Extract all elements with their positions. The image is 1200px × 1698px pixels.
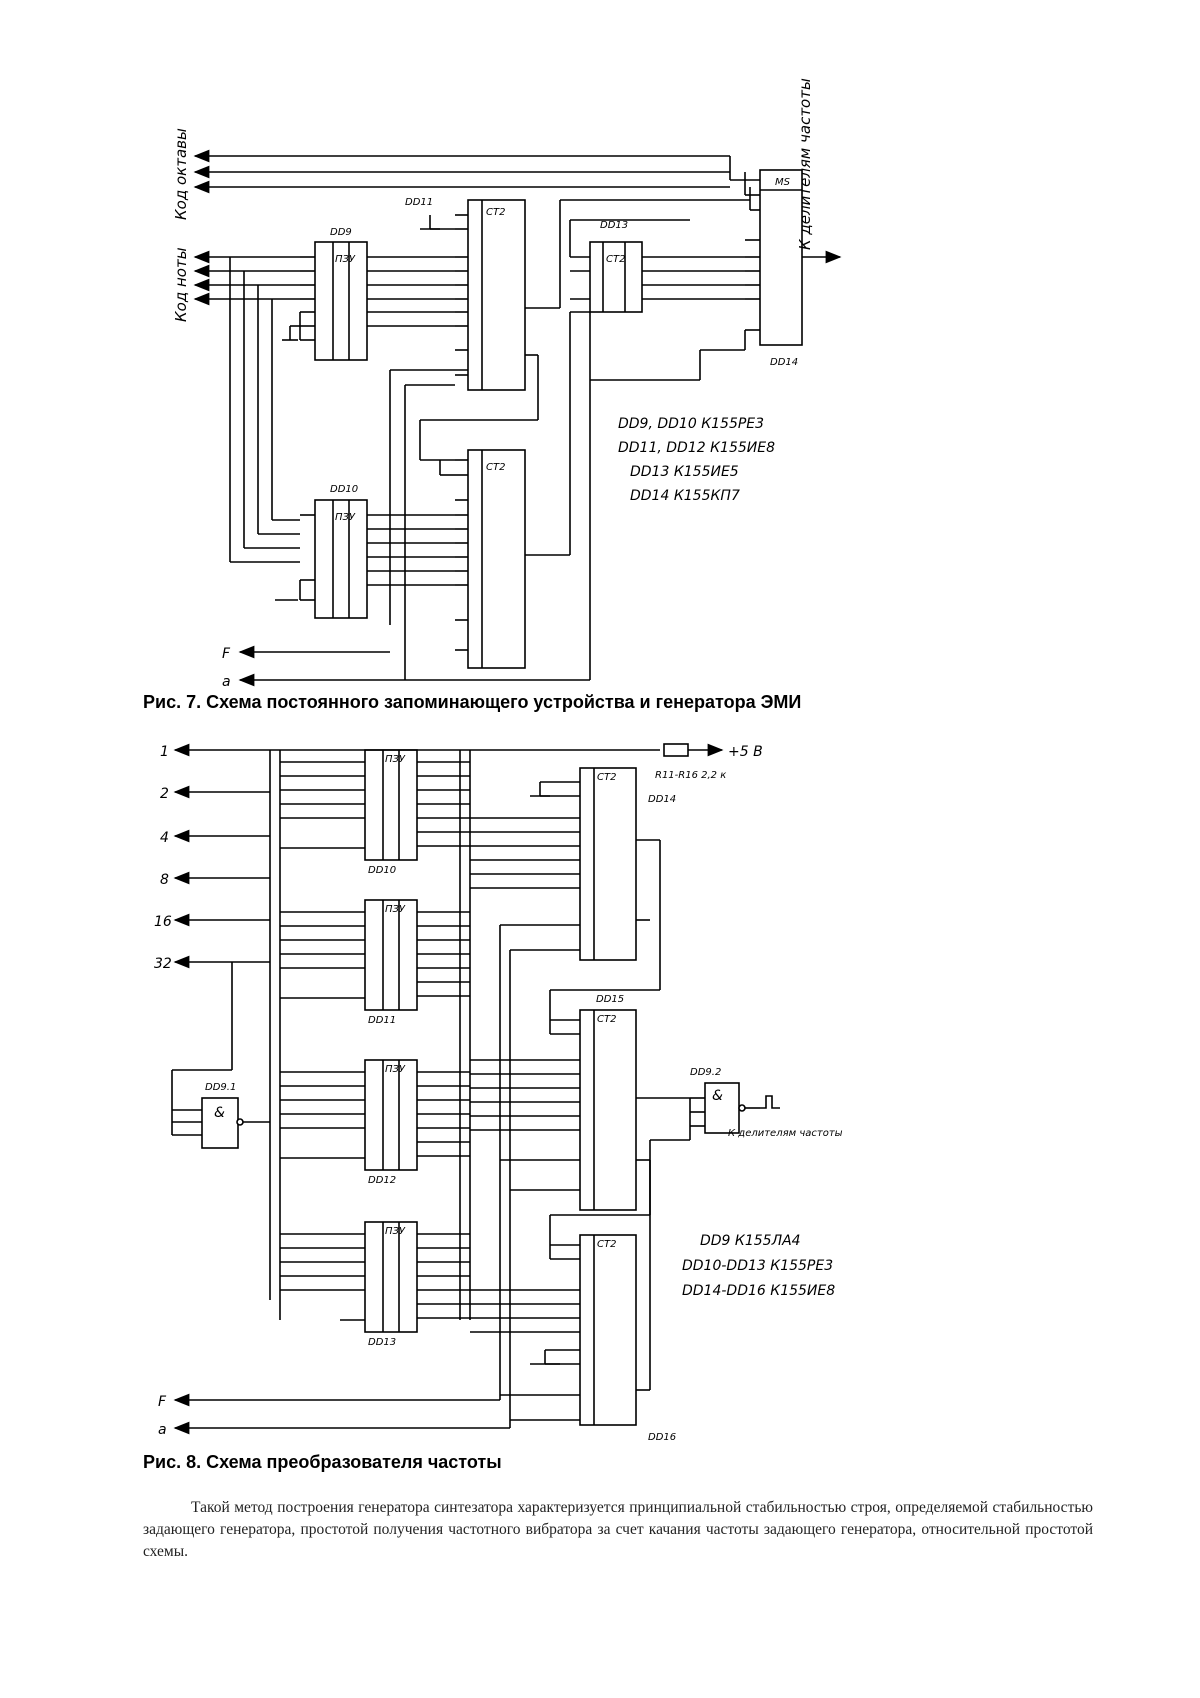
rom-output-pins <box>417 761 470 1319</box>
dd91-inverter-bubble <box>236 1118 244 1126</box>
dd9-rom-chip <box>282 241 368 361</box>
dd9-title: DD9 <box>330 227 352 238</box>
figure-8-frequency-converter <box>171 743 780 1435</box>
body-paragraph: Такой метод построения генератора синтез… <box>143 1499 1093 1560</box>
input-16-label: 16 <box>154 914 172 930</box>
fig7-note-2: DD11, DD12 К155ИЕ8 <box>618 440 775 456</box>
octave-code-lines <box>193 149 730 194</box>
octave-code-label: Код октавы <box>172 128 190 220</box>
dd9-rom-label: ПЗУ <box>335 254 356 265</box>
fig7-note-4: DD14 К155КП7 <box>630 488 740 504</box>
figure-7-caption: Рис. 7. Схема постоянного запоминающего … <box>143 692 802 712</box>
dd11-counter-chip <box>420 199 526 391</box>
f8-signal-a-label: a <box>158 1422 167 1438</box>
figure-8-caption: Рис. 8. Схема преобразователя частоты <box>143 1452 502 1472</box>
dd91-and-symbol: & <box>214 1105 225 1121</box>
input-2-label: 2 <box>160 786 169 802</box>
dd92-and-symbol: & <box>712 1088 723 1104</box>
f8-to-dividers-label: К делителям частоты <box>728 1128 843 1139</box>
note-code-label: Код ноты <box>172 247 190 322</box>
dd13-f8-rom <box>364 1221 418 1333</box>
dd92-inverter-bubble <box>738 1104 746 1112</box>
f8-dd13-title: DD13 <box>368 1337 396 1348</box>
dd14-f8-counter <box>470 767 661 990</box>
clock-reset-lines <box>173 925 511 1435</box>
f8-dd16-ct2-label: CT2 <box>597 1239 616 1250</box>
fig8-note-1: DD9 К155ЛА4 <box>700 1233 801 1249</box>
dd10-f8-rom <box>364 749 418 861</box>
dd11-title: DD11 <box>405 197 433 208</box>
fig8-right-bus <box>280 749 660 1320</box>
fig7-note-1: DD9, DD10 К155РЕ3 <box>618 416 764 432</box>
dd92-title: DD9.2 <box>690 1067 721 1078</box>
dd11-outputs <box>419 199 750 460</box>
f8-dd10-rom-label: ПЗУ <box>385 754 406 765</box>
fig8-input-lines <box>173 743 280 969</box>
dd11-f8-rom <box>364 899 418 1011</box>
input-8-label: 8 <box>160 872 169 888</box>
dd10-rom-chip <box>275 499 455 619</box>
f8-signal-f-label: F <box>158 1394 167 1410</box>
signal-f-label: F <box>222 646 231 662</box>
fig8-note-2: DD10-DD13 К155РЕ3 <box>682 1258 833 1274</box>
input-1-label: 1 <box>160 744 169 760</box>
dd13-ct2-label: CT2 <box>606 254 625 265</box>
resistors-label: R11-R16 2,2 к <box>655 770 726 781</box>
note-code-lines <box>193 250 300 563</box>
dd12-counter-chip <box>420 312 571 669</box>
dd14-title: DD14 <box>770 357 798 368</box>
dd12-f8-rom <box>364 1059 418 1171</box>
fig8-note-3: DD14-DD16 К155ИЕ8 <box>682 1283 835 1299</box>
figure-7-rom-generator <box>193 149 842 687</box>
pullup-resistor <box>663 743 724 757</box>
dd9-outputs <box>367 256 455 327</box>
dd13-title: DD13 <box>600 220 628 231</box>
f8-dd11-title: DD11 <box>368 1015 396 1026</box>
fig7-labels: Код октавы Код ноты К делителям частоты … <box>172 78 814 690</box>
dd16-f8-counter <box>470 1139 690 1426</box>
dd92-nand-gate <box>689 1082 780 1140</box>
dd13-counter-chip <box>569 219 745 313</box>
f8-dd13-rom-label: ПЗУ <box>385 1226 406 1237</box>
f8-dd14-title: DD14 <box>648 794 676 805</box>
fig8-labels: 1 2 4 8 16 32 F a +5 В R11-R16 2,2 к DD1… <box>154 744 843 1443</box>
dd91-title: DD9.1 <box>205 1082 236 1093</box>
fig8-left-bus <box>269 750 281 1320</box>
plus5v-label: +5 В <box>728 744 763 760</box>
dd10-rom-label: ПЗУ <box>335 512 356 523</box>
fig7-note-3: DD13 К155ИЕ5 <box>630 464 739 480</box>
dd15-f8-counter <box>470 989 690 1215</box>
f8-dd12-rom-label: ПЗУ <box>385 1064 406 1075</box>
f8-dd12-title: DD12 <box>368 1175 396 1186</box>
to-dividers-label: К делителям частоты <box>796 78 814 250</box>
f8-dd16-title: DD16 <box>648 1432 676 1443</box>
dd14-mux-chip <box>590 156 842 381</box>
signal-a-label: a <box>222 674 231 690</box>
f8-dd11-rom-label: ПЗУ <box>385 904 406 915</box>
dd10-title: DD10 <box>330 484 358 495</box>
f8-dd15-title: DD15 <box>596 994 624 1005</box>
input-32-label: 32 <box>154 956 172 972</box>
fig7-f-a-outputs <box>238 645 590 687</box>
dd12-ct2-label: CT2 <box>486 462 505 473</box>
dd14-ms-label: MS <box>775 177 791 188</box>
f8-dd15-ct2-label: CT2 <box>597 1014 616 1025</box>
rom-input-pins <box>280 761 365 1321</box>
f8-dd14-ct2-label: CT2 <box>597 772 616 783</box>
f8-dd10-title: DD10 <box>368 865 396 876</box>
fig7-bus-lines <box>389 312 591 680</box>
dd11-ct2-label: CT2 <box>486 207 505 218</box>
input-4-label: 4 <box>160 830 169 846</box>
